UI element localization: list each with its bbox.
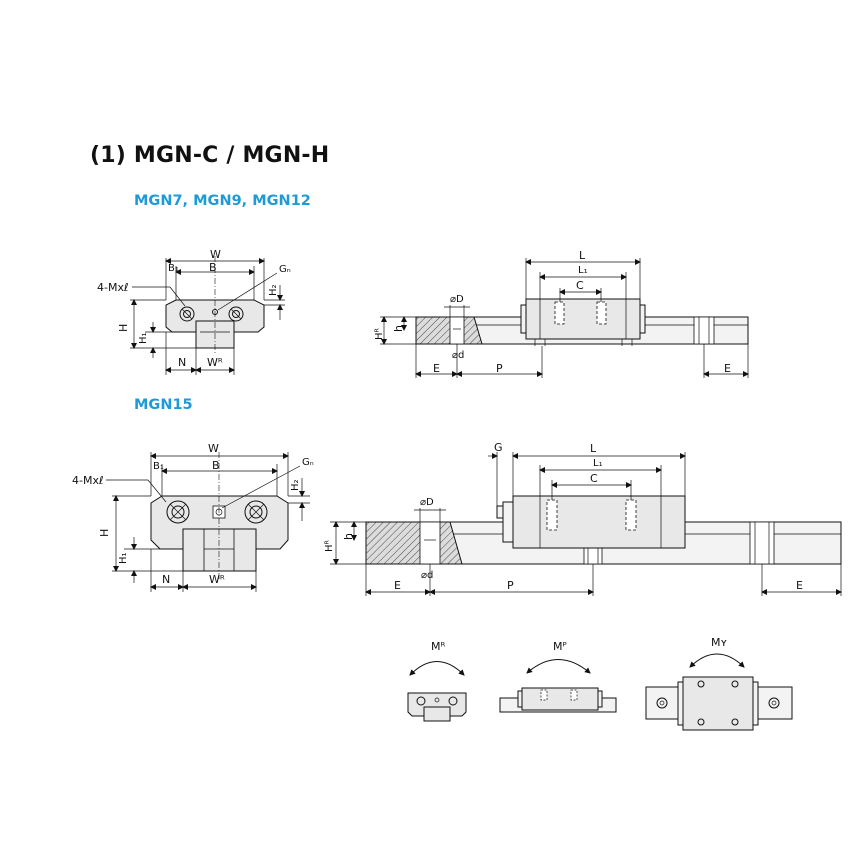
label-H-15: H	[98, 529, 111, 537]
label-E1-small: E	[433, 362, 440, 375]
label-MR: Mᴿ	[431, 640, 445, 653]
label-N-15: N	[162, 573, 170, 586]
section-title: (1) MGN-C / MGN-H	[90, 143, 330, 168]
label-WR-15: Wᴿ	[209, 573, 225, 586]
label-L-15: L	[590, 442, 597, 455]
label-Mxl-15: 4-Mxℓ	[72, 474, 104, 487]
label-Gn: Gₙ	[279, 264, 291, 275]
label-C-15: C	[590, 472, 598, 485]
label-d-small: ⌀d	[452, 350, 464, 361]
side-view-small: L L₁ C ⌀D ⌀d Hᴿ h	[374, 249, 749, 378]
label-B1: B₁	[168, 263, 179, 274]
label-Mxl: 4-Mxℓ	[97, 281, 129, 294]
label-HR-small: Hᴿ	[374, 327, 385, 340]
label-WR: Wᴿ	[207, 356, 223, 369]
label-MY: Mʏ	[711, 636, 727, 649]
label-H1: H₁	[138, 332, 149, 344]
subtitle-small-models: MGN7, MGN9, MGN12	[134, 193, 311, 209]
label-G: G	[494, 441, 503, 454]
label-d-15: ⌀d	[421, 570, 433, 581]
label-E2-15: E	[796, 579, 803, 592]
label-H2-15: H₂	[290, 479, 301, 491]
label-HR-15: Hᴿ	[324, 539, 335, 552]
label-B: B	[209, 261, 217, 274]
label-D-15: ⌀D	[420, 497, 434, 508]
label-C-small: C	[576, 279, 584, 292]
label-L1-small: L₁	[578, 265, 588, 276]
side-view-mgn15: G L L₁ C ⌀D ⌀d Hᴿ	[324, 441, 842, 596]
label-P-15: P	[507, 579, 514, 592]
label-L-small: L	[579, 249, 586, 262]
moment-MR: Mᴿ	[407, 640, 467, 722]
cross-section-mgn15: W B B₁ Gₙ 4-Mxℓ H₂ H	[72, 442, 314, 592]
label-Gn-15: Gₙ	[302, 457, 314, 468]
label-H2: H₂	[268, 284, 279, 296]
label-h-small: h	[392, 325, 405, 332]
label-B-15: B	[212, 459, 220, 472]
moment-MP: Mᴾ	[499, 640, 617, 713]
label-B1-15: B₁	[153, 461, 164, 472]
label-E2-small: E	[724, 362, 731, 375]
label-h-15: h	[342, 533, 355, 540]
label-P-small: P	[496, 362, 503, 375]
label-W-15: W	[208, 442, 219, 455]
moment-MY: Mʏ	[645, 636, 793, 731]
label-N: N	[178, 356, 186, 369]
cross-section-small: W B B₁ Gₙ 4-Mxℓ H₂ H	[97, 248, 291, 375]
label-MP: Mᴾ	[553, 640, 567, 653]
label-E1-15: E	[394, 579, 401, 592]
label-L1-15: L₁	[593, 458, 603, 469]
label-H: H	[117, 324, 130, 332]
subtitle-mgn15: MGN15	[134, 397, 193, 413]
label-H1-15: H₁	[118, 552, 129, 564]
label-D-small: ⌀D	[450, 294, 464, 305]
label-W: W	[210, 248, 221, 261]
